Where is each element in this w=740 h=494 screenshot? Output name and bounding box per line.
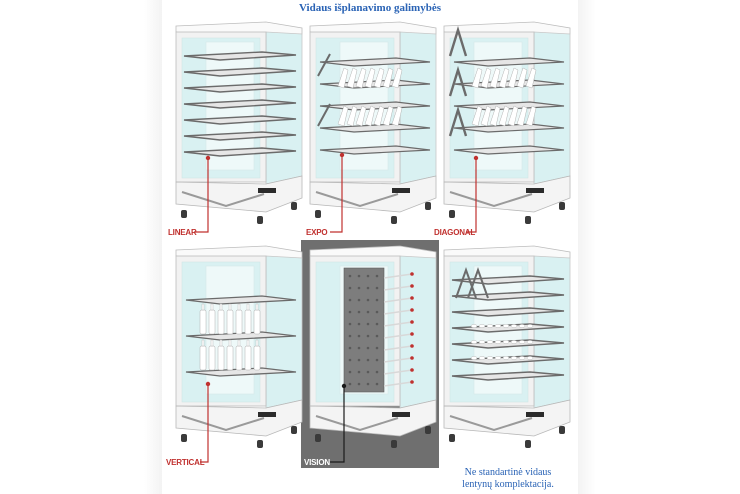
label-vertical: VERTICAL	[166, 458, 205, 467]
caption: Ne standartinė vidaus lentynų komplektac…	[448, 467, 568, 491]
cabinet-vision	[300, 240, 440, 450]
cabinet-drawing	[175, 245, 303, 448]
label-expo: EXPO	[306, 228, 328, 237]
caption-line-2: lentynų komplektacija.	[462, 479, 554, 490]
page-title: Vidaus išplanavimo galimybės	[298, 2, 441, 14]
leader-vision	[330, 386, 345, 463]
marker-diagonal	[473, 155, 479, 161]
leader-vertical	[200, 384, 209, 463]
label-linear: LINEAR	[168, 228, 197, 237]
cabinet-drawing	[309, 21, 437, 224]
marker-vertical	[205, 381, 211, 387]
marker-linear	[205, 155, 211, 161]
caption-line-1: Ne standartinė vidaus	[464, 467, 552, 478]
cabinet-vertical	[166, 240, 306, 450]
cabinet-drawing	[443, 245, 571, 448]
cabinet-custom	[434, 240, 574, 450]
page-shadow-right	[578, 0, 596, 494]
label-diagonal: DIAGONAL	[434, 228, 476, 237]
cabinet-drawing	[309, 245, 437, 448]
label-vision: VISION	[304, 458, 330, 467]
leader-expo	[330, 155, 343, 233]
cabinet-expo	[300, 16, 440, 226]
leader-linear	[194, 158, 209, 233]
page-shadow-left	[144, 0, 162, 494]
leader-diagonal	[466, 158, 477, 233]
marker-expo	[339, 152, 345, 158]
marker-vision	[341, 383, 347, 389]
